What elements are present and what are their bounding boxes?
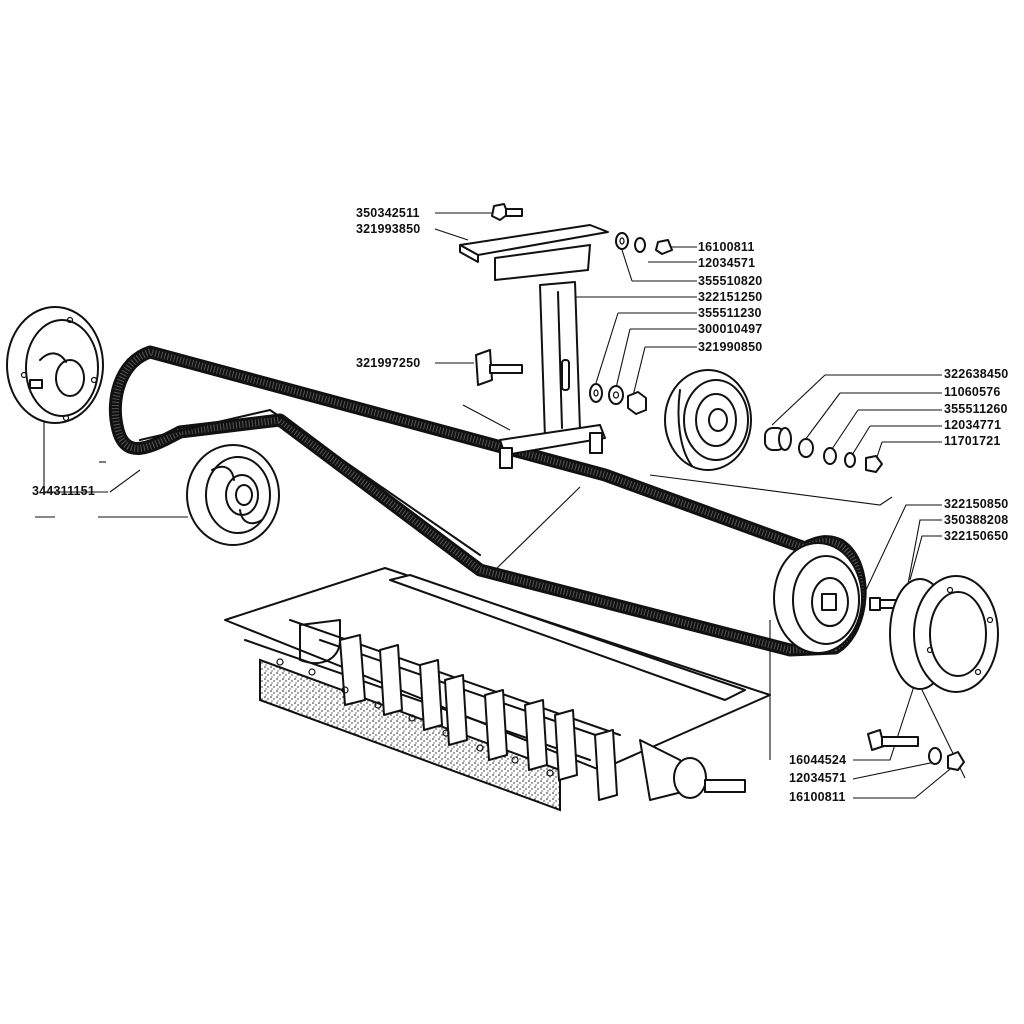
part-label-16044524: 16044524 — [789, 753, 847, 767]
bearing-stack — [764, 427, 883, 473]
flange-322150650 — [889, 575, 999, 693]
part-label-300010497: 300010497 — [698, 322, 763, 336]
part-label-344311151: 344311151 — [32, 484, 95, 498]
flange-hub-344311151 — [6, 306, 104, 424]
bolt-350342511 — [491, 203, 523, 221]
part-label-322151250: 322151250 — [698, 290, 763, 304]
pulley-322150850 — [773, 542, 863, 654]
part-label-321997250: 321997250 — [356, 356, 421, 370]
part-label-16100811-bottom: 16100811 — [789, 790, 846, 804]
part-label-322150650: 322150650 — [944, 529, 1009, 543]
part-label-355511260: 355511260 — [944, 402, 1008, 416]
part-label-16100811-top: 16100811 — [698, 240, 755, 254]
rotor-housing — [224, 567, 771, 812]
part-label-322638450: 322638450 — [944, 367, 1009, 381]
pulley-321990850 — [664, 369, 752, 471]
part-label-321993850: 321993850 — [356, 222, 421, 236]
washers-top — [589, 232, 673, 415]
leader-lines — [35, 212, 966, 799]
bolt-350388208 — [869, 597, 905, 611]
part-label-12034571-bottom: 12034571 — [789, 771, 847, 785]
clamp-bolt-321997250 — [475, 349, 523, 386]
part-label-355511230: 355511230 — [698, 306, 762, 320]
fasteners-bottom-right — [867, 729, 965, 771]
idler-pulley-left — [186, 444, 280, 546]
belt-tensioner-bracket-322151250 — [459, 224, 609, 469]
part-label-11701721: 11701721 — [944, 434, 1001, 448]
part-label-11060576: 11060576 — [944, 385, 1001, 399]
part-label-350388208: 350388208 — [944, 513, 1009, 527]
v-belt — [108, 345, 867, 657]
part-label-12034571-top: 12034571 — [698, 256, 756, 270]
part-label-350342511: 350342511 — [356, 206, 420, 220]
part-label-12034771: 12034771 — [944, 418, 1002, 432]
part-label-321990850: 321990850 — [698, 340, 763, 354]
part-label-322150850: 322150850 — [944, 497, 1009, 511]
part-label-355510820: 355510820 — [698, 274, 763, 288]
